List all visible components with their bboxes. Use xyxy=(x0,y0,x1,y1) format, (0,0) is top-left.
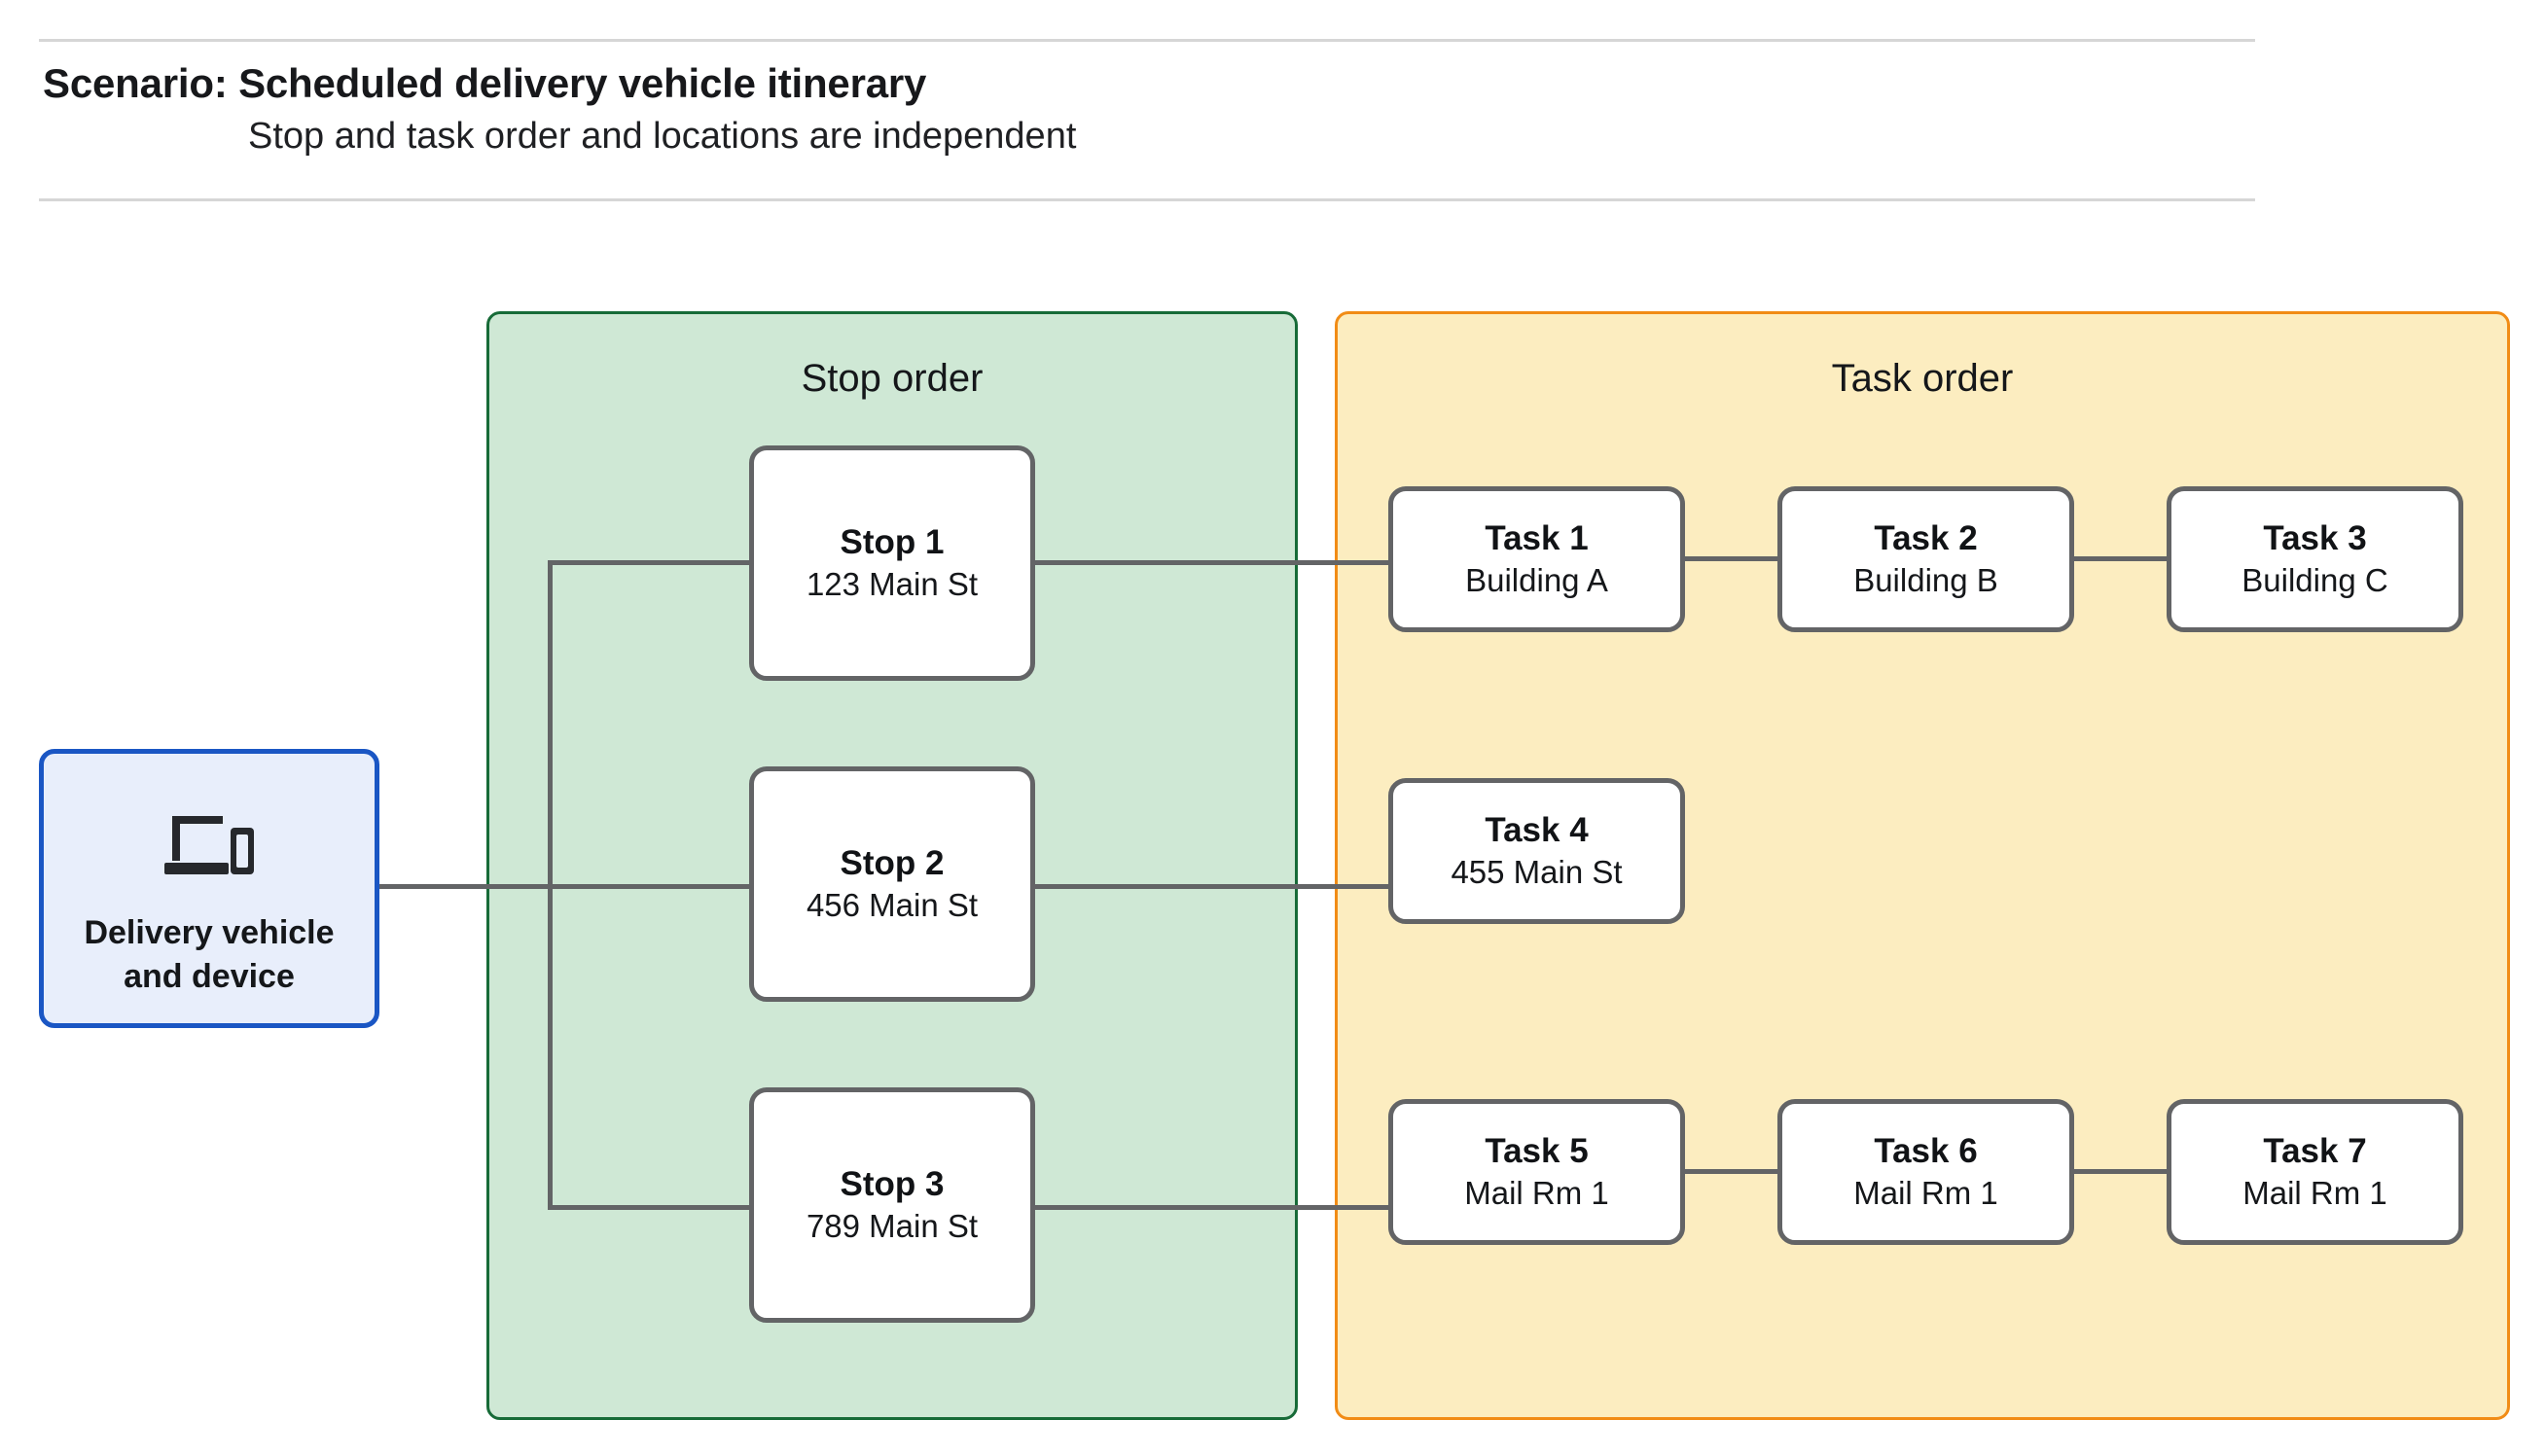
header-divider-bottom xyxy=(39,198,2255,201)
delivery-vehicle-label-line1: Delivery vehicle xyxy=(84,914,335,951)
task-node-2[interactable]: Task 2 Building B xyxy=(1777,486,2074,632)
connector-stop-1-to-task-1 xyxy=(1033,560,1391,565)
task-node-title: Task 5 xyxy=(1485,1131,1589,1170)
task-node-1[interactable]: Task 1 Building A xyxy=(1388,486,1685,632)
delivery-vehicle-node[interactable]: Delivery vehicle and device xyxy=(39,749,379,1028)
stop-node-title: Stop 1 xyxy=(840,522,945,561)
connector-task-1-to-task-2 xyxy=(1682,556,1779,561)
connector-stop-2-to-task-4 xyxy=(1033,884,1391,889)
stop-node-location: 789 Main St xyxy=(806,1208,979,1245)
task-node-title: Task 1 xyxy=(1485,518,1589,557)
task-node-title: Task 4 xyxy=(1485,810,1589,849)
connector-stop-3-to-task-5 xyxy=(1033,1205,1391,1210)
task-node-location: Mail Rm 1 xyxy=(2242,1175,2387,1212)
delivery-vehicle-label-line2: and device xyxy=(124,957,295,995)
task-order-panel-title: Task order xyxy=(1831,357,2014,400)
task-node-title: Task 2 xyxy=(1874,518,1978,557)
task-node-3[interactable]: Task 3 Building C xyxy=(2167,486,2463,632)
stop-node-3[interactable]: Stop 3 789 Main St xyxy=(749,1087,1035,1323)
connector-trunk-to-stop-1 xyxy=(548,560,752,565)
task-node-location: Building A xyxy=(1465,562,1608,599)
page-subtitle: Stop and task order and locations are in… xyxy=(248,116,1077,157)
connector-trunk-to-stop-2 xyxy=(548,884,752,889)
connector-task-2-to-task-3 xyxy=(2071,556,2169,561)
task-node-location: Building C xyxy=(2241,562,2388,599)
header-divider-top xyxy=(39,39,2255,42)
task-node-location: Building B xyxy=(1853,562,1998,599)
stop-node-1[interactable]: Stop 1 123 Main St xyxy=(749,445,1035,681)
connector-trunk-to-stop-3 xyxy=(548,1205,752,1210)
stop-node-title: Stop 3 xyxy=(840,1164,945,1203)
stop-node-location: 123 Main St xyxy=(806,566,979,603)
stop-order-panel-title: Stop order xyxy=(801,357,984,400)
task-node-title: Task 6 xyxy=(1874,1131,1978,1170)
stop-node-2[interactable]: Stop 2 456 Main St xyxy=(749,766,1035,1002)
connector-task-5-to-task-6 xyxy=(1682,1169,1779,1174)
delivery-vehicle-label: Delivery vehicle and device xyxy=(44,911,375,999)
devices-icon xyxy=(164,815,254,874)
page-title: Scenario: Scheduled delivery vehicle iti… xyxy=(43,60,927,106)
stop-node-location: 456 Main St xyxy=(806,887,979,924)
task-node-title: Task 7 xyxy=(2263,1131,2367,1170)
task-node-7[interactable]: Task 7 Mail Rm 1 xyxy=(2167,1099,2463,1245)
task-node-location: 455 Main St xyxy=(1451,854,1623,891)
task-node-5[interactable]: Task 5 Mail Rm 1 xyxy=(1388,1099,1685,1245)
task-node-4[interactable]: Task 4 455 Main St xyxy=(1388,778,1685,924)
stop-node-title: Stop 2 xyxy=(840,843,945,882)
task-node-6[interactable]: Task 6 Mail Rm 1 xyxy=(1777,1099,2074,1245)
task-node-title: Task 3 xyxy=(2263,518,2367,557)
connector-task-6-to-task-7 xyxy=(2071,1169,2169,1174)
task-node-location: Mail Rm 1 xyxy=(1853,1175,1998,1212)
connector-vehicle-to-trunk xyxy=(377,884,553,889)
task-node-location: Mail Rm 1 xyxy=(1464,1175,1609,1212)
